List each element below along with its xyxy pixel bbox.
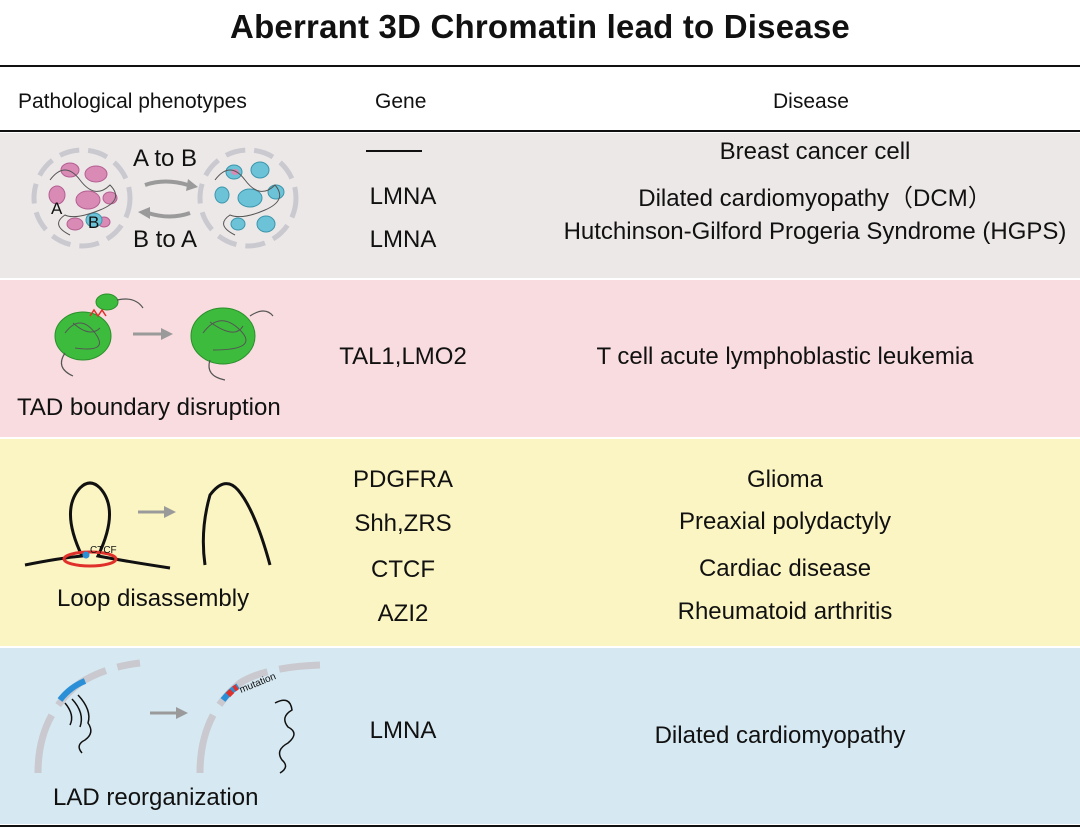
disease-cell: Dilated cardiomyopathy (654, 722, 906, 749)
header-gene: Gene (375, 90, 427, 113)
label-b-to-a: B to A (133, 226, 198, 253)
gene-cell: AZI2 (377, 600, 429, 627)
gene-cell: Shh,ZRS (354, 510, 452, 537)
disease-cell: T cell acute lymphoblastic leukemia (596, 343, 974, 370)
disease-cell: Dilated cardiomyopathy（DCM） (638, 185, 992, 212)
gene-cell: CTCF (371, 556, 435, 583)
top-rule (0, 65, 1080, 67)
row-lad-reorganization (0, 648, 1080, 824)
gene-cell: TAL1,LMO2 (339, 343, 467, 370)
tad-disruption-figure (54, 293, 274, 381)
disease-cell: Cardiac disease (698, 555, 872, 582)
loop-disassembly-figure: CTCF (24, 481, 272, 570)
disease-cell: Rheumatoid arthritis (677, 598, 893, 625)
gene-cell: LMNA (369, 717, 437, 744)
header-phenotype: Pathological phenotypes (18, 90, 247, 113)
compartment-b-blobs (214, 161, 285, 233)
phenotype-label: Loop disassembly (57, 585, 250, 612)
phenotype-label: TAD boundary disruption (17, 394, 281, 421)
phenotype-label: LAD reorganization (53, 784, 259, 811)
mutation-segment (220, 683, 240, 702)
row-compartment-switch (0, 133, 1080, 278)
disease-cell: Breast cancer cell (719, 138, 911, 165)
label-b: B (88, 213, 99, 232)
row-tad-disruption (0, 280, 1080, 437)
gene-none-dash (366, 150, 422, 152)
header-rule (0, 130, 1080, 132)
label-ctcf: CTCF (90, 545, 117, 556)
row-loop-disassembly (0, 439, 1080, 646)
gene-cell: LMNA (369, 226, 437, 253)
page-title: Aberrant 3D Chromatin lead to Disease (230, 8, 850, 45)
header-disease: Disease (773, 90, 849, 113)
compartment-switch-figure: A B (31, 147, 299, 249)
bottom-rule (0, 825, 1080, 827)
disease-cell: Hutchinson-Gilford Progeria Syndrome (HG… (563, 218, 1067, 245)
gene-cell: PDGFRA (352, 466, 453, 493)
compartment-a-blobs (48, 162, 118, 231)
disease-cell: Glioma (746, 466, 824, 493)
gene-cell: LMNA (369, 183, 437, 210)
disease-cell: Preaxial polydactyly (678, 508, 892, 535)
label-a-to-b: A to B (133, 145, 198, 172)
label-a: A (51, 199, 63, 218)
lad-reorganization-figure: mutation (34, 659, 321, 774)
